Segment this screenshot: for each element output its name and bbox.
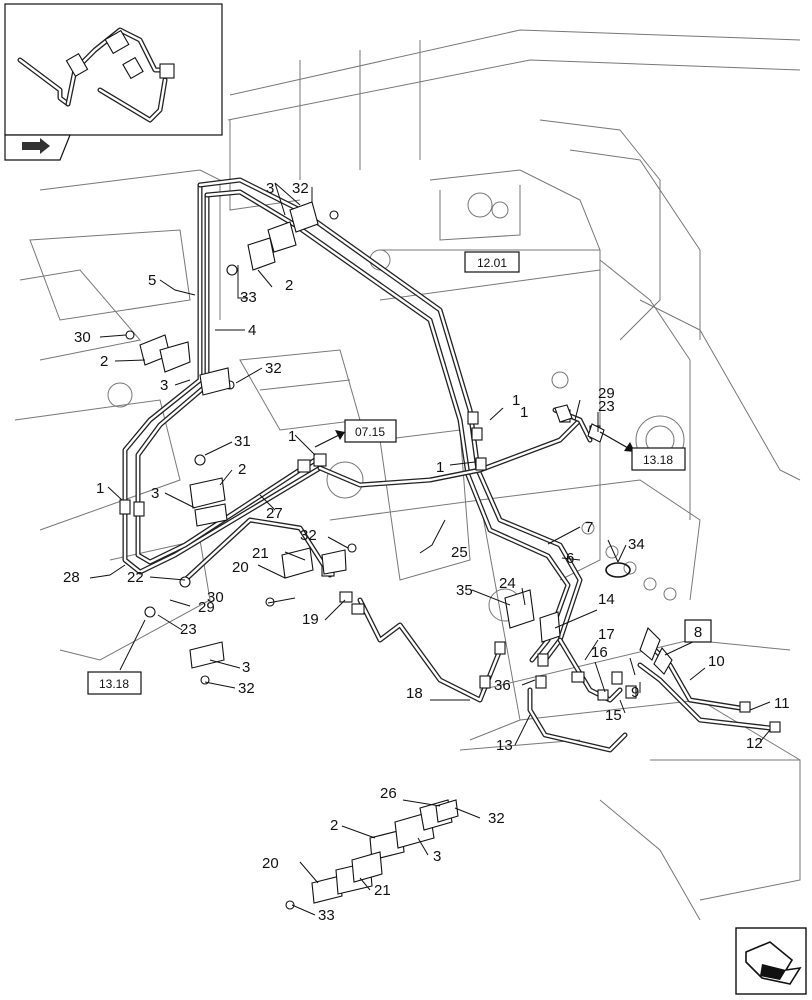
reference-box-13-18-left[interactable]: 13.18	[87, 671, 142, 695]
callout: 34	[628, 536, 645, 553]
callout: 2	[238, 461, 246, 478]
callout: 30	[74, 329, 91, 346]
reference-label-13-18: 13.18	[99, 677, 129, 691]
callout: 6	[566, 550, 574, 567]
pipe-clamps	[139, 201, 673, 904]
callout: 2	[100, 353, 108, 370]
callout: 4	[248, 322, 256, 339]
callout: 1	[436, 459, 444, 476]
callout: 3	[433, 848, 441, 865]
callout: 21	[252, 545, 269, 562]
reference-label-13-18: 13.18	[643, 453, 673, 467]
reference-label-07-15: 07.15	[355, 425, 385, 439]
callout: 32	[488, 810, 505, 827]
callout: 1	[288, 428, 296, 445]
callout: 19	[302, 611, 319, 628]
callout: 3	[151, 485, 159, 502]
callout: 35	[456, 582, 473, 599]
callout: 20	[232, 559, 249, 576]
callout: 10	[708, 653, 725, 670]
callout: 33	[318, 907, 335, 924]
inset-detail-view	[4, 3, 223, 136]
view-direction-icon	[4, 134, 71, 161]
callout: 2	[285, 277, 293, 294]
callout: 1	[96, 480, 104, 497]
reference-label-12-01: 12.01	[477, 256, 507, 270]
callout: 22	[127, 569, 144, 586]
callout: 23	[180, 621, 197, 638]
callout: 9	[631, 684, 639, 701]
callout: 32	[238, 680, 255, 697]
callout: 3	[266, 180, 274, 197]
callout: 3	[242, 659, 250, 676]
callout: 26	[380, 785, 397, 802]
next-page-arrow-icon[interactable]	[735, 927, 807, 995]
reference-arrows	[119, 430, 636, 671]
callout: 32	[292, 180, 309, 197]
callout: 5	[148, 272, 156, 289]
callout: 14	[598, 591, 615, 608]
reference-box-13-18-right[interactable]: 13.18	[631, 447, 686, 471]
callout: 20	[262, 855, 279, 872]
callout: 1	[520, 404, 528, 421]
callout: 30	[207, 589, 224, 606]
callout: 32	[265, 360, 282, 377]
callout: 31	[234, 433, 251, 450]
callout: 15	[605, 707, 622, 724]
callout: 28	[63, 569, 80, 586]
boxed-item-8: 8	[684, 619, 712, 643]
callout: 21	[374, 882, 391, 899]
callout: 36	[494, 677, 511, 694]
callout-labels: 1 1 1 1 1 2 2 2 2 3 3 3 3 3 4 5 6 7 9 10…	[63, 180, 790, 924]
callout: 32	[300, 527, 317, 544]
callout: 18	[406, 685, 423, 702]
leader-lines	[89, 182, 771, 916]
callout: 25	[451, 544, 468, 561]
callout: 23	[598, 398, 615, 415]
callout: 7	[585, 519, 593, 536]
reference-box-12-01[interactable]: 12.01	[464, 251, 520, 273]
callout: 12	[746, 735, 763, 752]
callout: 11	[774, 695, 790, 712]
callout: 2	[330, 817, 338, 834]
callout: 29	[198, 599, 215, 616]
boxed-item-label: 8	[694, 624, 702, 641]
callout: 24	[499, 575, 516, 592]
callout: 13	[496, 737, 513, 754]
callout: 27	[266, 505, 283, 522]
machine-frame-lines	[14, 29, 801, 921]
callout: 33	[240, 289, 257, 306]
callout: 16	[591, 644, 608, 661]
callout: 17	[598, 626, 615, 643]
callout: 29	[598, 385, 615, 402]
callout: 3	[160, 377, 168, 394]
callout: 1	[512, 392, 520, 409]
reference-box-07-15[interactable]: 07.15	[344, 419, 397, 443]
